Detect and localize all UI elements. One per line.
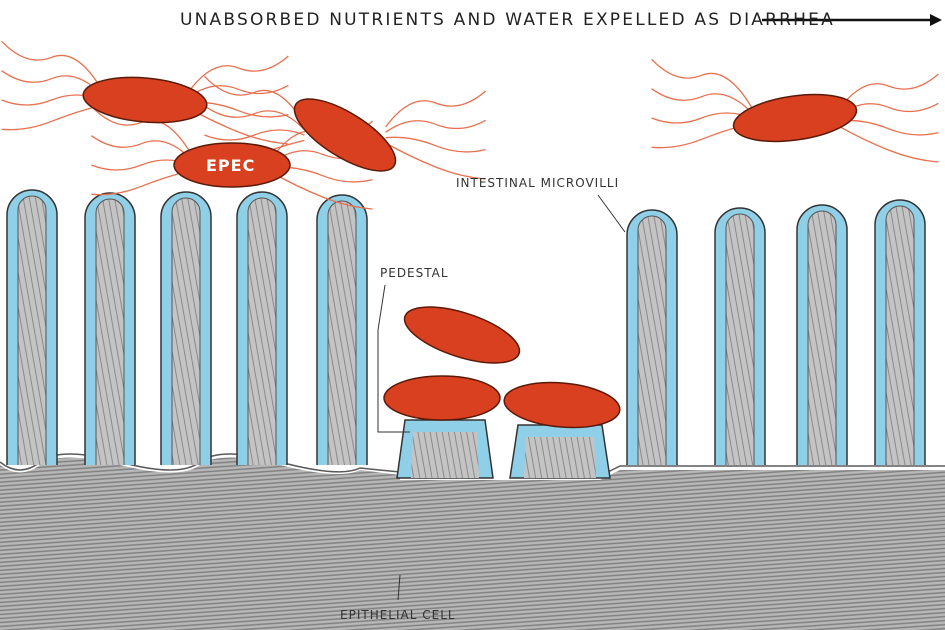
flagellum xyxy=(385,136,486,153)
epec-bacterium xyxy=(293,98,397,172)
epec-bacterium xyxy=(503,381,621,429)
flagellum xyxy=(204,129,305,141)
microvillus xyxy=(796,204,848,465)
flagellum xyxy=(385,90,487,128)
microvillus xyxy=(626,209,678,465)
epec-bacterium xyxy=(403,306,521,364)
flagellum xyxy=(385,142,486,180)
flagellum xyxy=(204,105,305,131)
flagellum xyxy=(91,135,192,161)
flagellum xyxy=(187,55,289,93)
epithelial-cell xyxy=(0,457,945,630)
flagellum xyxy=(838,125,939,163)
epec-bacterium xyxy=(383,375,501,421)
microvillus xyxy=(6,189,58,465)
diagram-title: UNABSORBED NUTRIENTS AND WATER EXPELLED … xyxy=(180,10,835,30)
flagellum xyxy=(385,119,486,133)
flagellum xyxy=(272,172,373,210)
flagellum xyxy=(837,73,939,111)
arrowhead-icon xyxy=(930,14,942,26)
epec-bacterium xyxy=(82,76,208,124)
flagellum xyxy=(91,169,192,196)
label-intestinal-microvilli: INTESTINAL MICROVILLI xyxy=(456,176,620,190)
pedestal xyxy=(396,419,494,479)
flagellum xyxy=(188,84,289,98)
flagellum xyxy=(203,75,305,125)
flagellum xyxy=(1,104,102,131)
microvillus xyxy=(160,191,212,465)
flagellum xyxy=(651,88,753,114)
flagellum xyxy=(651,112,752,124)
microvillus xyxy=(316,194,368,465)
pedestal xyxy=(509,424,611,479)
epec-bacterium xyxy=(732,93,858,143)
label-pedestal: PEDESTAL xyxy=(380,266,449,280)
label-epec: EPEC xyxy=(206,156,256,175)
pedestal-leader xyxy=(377,284,410,433)
epec-bacterium xyxy=(173,142,291,188)
flagellum xyxy=(1,40,103,90)
flagellum xyxy=(838,119,939,136)
flagellum xyxy=(188,107,289,145)
label-epithelial-cell: EPITHELIAL CELL xyxy=(340,608,456,622)
microvillus xyxy=(874,199,926,465)
flagellum xyxy=(651,58,753,108)
microvilli-leader xyxy=(597,194,626,233)
epithelial-leader xyxy=(397,574,401,601)
microvillus xyxy=(714,207,766,465)
microvillus xyxy=(84,192,136,465)
flagellum xyxy=(1,70,103,96)
microvillus xyxy=(236,191,288,465)
